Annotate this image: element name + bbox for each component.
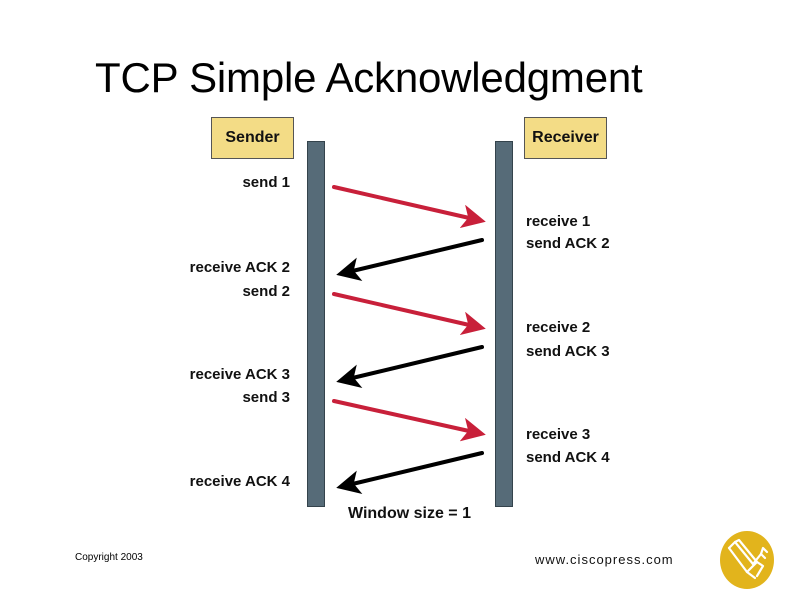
receiver-label: Receiver xyxy=(532,129,599,146)
data-arrow xyxy=(332,185,486,229)
receiver-event: send ACK 3 xyxy=(526,343,610,360)
ack-arrow xyxy=(336,451,484,494)
receiver-event: receive 2 xyxy=(526,319,591,336)
sender-event: receive ACK 4 xyxy=(189,473,290,490)
ciscopress-book-logo-icon xyxy=(720,531,774,589)
sender-label: Sender xyxy=(225,129,280,146)
ack-arrow xyxy=(336,238,484,281)
receiver-event: receive 3 xyxy=(526,426,591,443)
sender-event: receive ACK 2 xyxy=(189,259,290,276)
receiver-header: Receiver xyxy=(524,117,607,159)
sender-header: Sender xyxy=(211,117,294,159)
sender-event: send 3 xyxy=(242,389,290,406)
website-link[interactable]: www.ciscopress.com xyxy=(535,552,674,567)
ack-arrow xyxy=(336,345,484,388)
receiver-lifeline xyxy=(495,141,513,507)
receiver-event: send ACK 4 xyxy=(526,449,610,466)
sender-event: send 2 xyxy=(242,283,290,300)
receiver-event: send ACK 2 xyxy=(526,235,610,252)
window-size-caption: Window size = 1 xyxy=(348,505,471,522)
data-arrow xyxy=(332,399,486,442)
data-arrow xyxy=(332,292,486,336)
sender-lifeline xyxy=(307,141,325,507)
receiver-event: receive 1 xyxy=(526,213,591,230)
slide-title: TCP Simple Acknowledgment xyxy=(95,54,643,101)
copyright-text: Copyright 2003 xyxy=(75,552,143,563)
sender-event: receive ACK 3 xyxy=(189,366,290,383)
sender-event: send 1 xyxy=(242,174,290,191)
